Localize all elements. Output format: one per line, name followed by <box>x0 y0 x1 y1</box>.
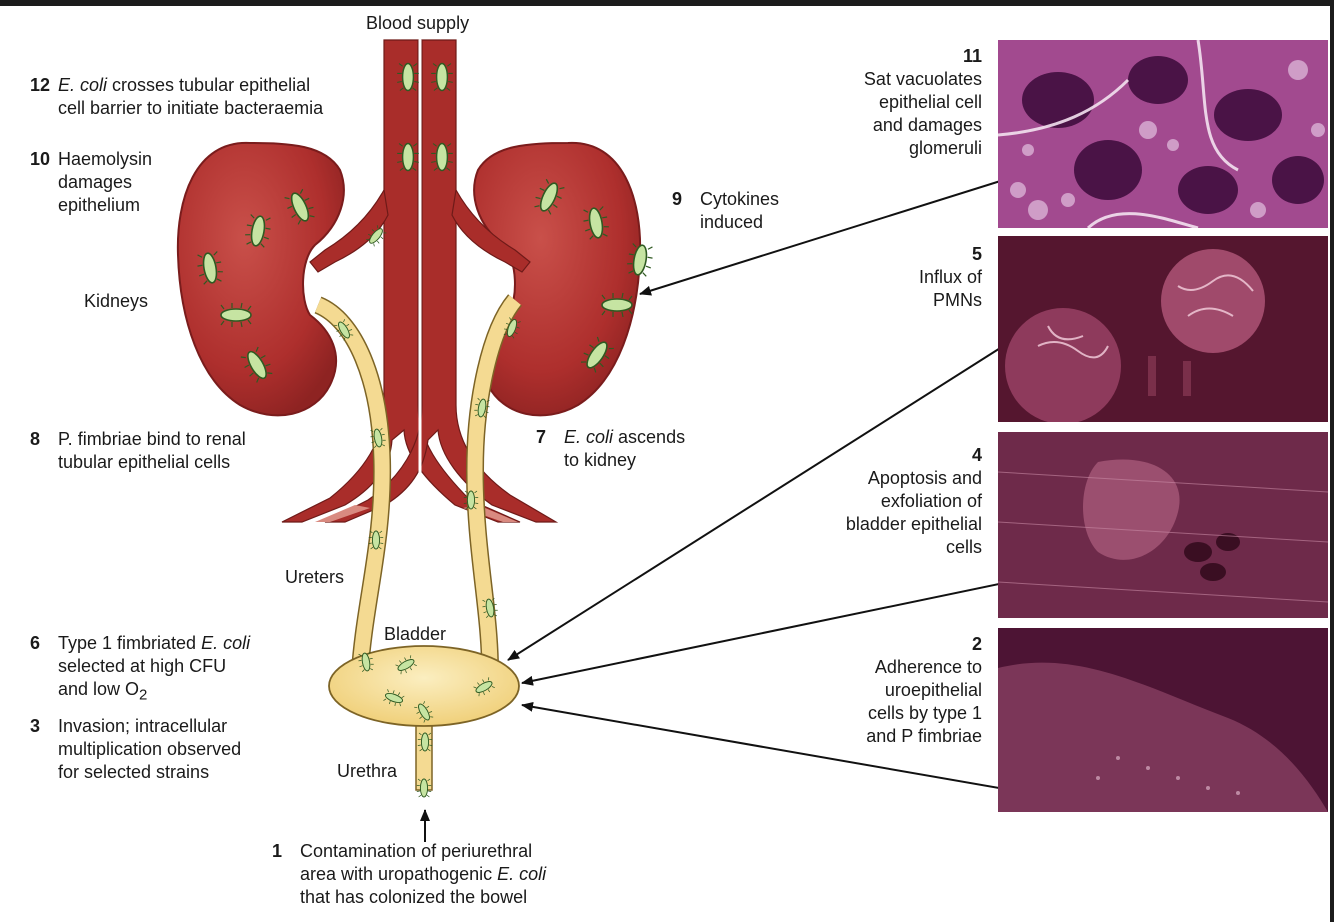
right-border <box>1330 0 1334 922</box>
step-text: cells by type 1 <box>867 703 982 723</box>
kidneys-label: Kidneys <box>84 291 149 311</box>
step-number: 9 <box>672 189 683 209</box>
step-text: area with uropathogenic <box>300 864 498 884</box>
step-text: exfoliation of <box>880 491 982 511</box>
bladder-label: Bladder <box>384 624 447 644</box>
step-text: multiplication observed <box>58 739 242 759</box>
step-text: selected at high CFU <box>58 656 227 676</box>
step-number: 4 <box>971 445 982 465</box>
blood-supply-label: Blood supply <box>366 13 470 33</box>
step-2: 2 Adherence to uroepithelial cells by type… <box>866 633 982 748</box>
step-11: 11 Sat vacuolates epithelial cell and dama… <box>864 45 982 160</box>
step-text: Sat vacuolates <box>863 69 982 89</box>
step-text: Invasion; intracellular <box>58 716 228 736</box>
step-number: 3 <box>30 716 41 736</box>
step-text: cells <box>945 537 982 557</box>
micrograph-adherence <box>998 628 1328 812</box>
step-number: 10 <box>30 149 51 169</box>
step-text-em: E. coli <box>564 427 614 447</box>
step-4: 4 Apoptosis and exfoliation of bladder epi… <box>846 444 982 559</box>
step-text: P. fimbriae bind to renal <box>58 429 246 449</box>
step-text: Cytokines <box>700 189 780 209</box>
step-number: 7 <box>536 427 547 447</box>
step-text: damages <box>58 172 133 192</box>
right-kidney <box>473 141 642 417</box>
step-text: uroepithelial <box>884 680 982 700</box>
step-text: Type 1 fimbriated <box>58 633 202 653</box>
step-number: 1 <box>272 841 283 861</box>
step-text-em: E. coli <box>201 633 251 653</box>
micrograph-glomeruli <box>998 40 1328 228</box>
step-text: ascends <box>613 427 686 447</box>
step-text: Haemolysin <box>58 149 153 169</box>
step-text: PMNs <box>933 290 982 310</box>
step-text: Apoptosis and <box>867 468 982 488</box>
step-text: and damages <box>872 115 982 135</box>
urethra-label: Urethra <box>337 761 398 781</box>
step-text: Adherence to <box>874 657 982 677</box>
step-text: epithelium <box>58 195 141 215</box>
step-text: that has colonized the bowel <box>300 887 528 907</box>
top-border <box>0 0 1334 6</box>
step-text-em: E. coli <box>497 864 547 884</box>
micrograph-pmn-influx <box>998 236 1328 422</box>
step-text: glomeruli <box>908 138 982 158</box>
ureters-label: Ureters <box>285 567 345 587</box>
step-text: induced <box>700 212 764 232</box>
step-number: 11 <box>962 46 982 66</box>
step-text: Influx of <box>918 267 982 287</box>
step-number: 5 <box>971 244 982 264</box>
step-text: crosses tubular epithelial <box>107 75 311 95</box>
step-number: 12 <box>30 75 51 95</box>
step-text: to kidney <box>564 450 637 470</box>
micrograph-bladder-exfoliation <box>998 432 1328 618</box>
step-5: 5 Influx of PMNs <box>919 243 982 312</box>
step-text: tubular epithelial cells <box>58 452 231 472</box>
step-number: 2 <box>971 634 982 654</box>
step-number: 6 <box>30 633 41 653</box>
step-text: bladder epithelial <box>845 514 982 534</box>
step-text: for selected strains <box>58 762 210 782</box>
step-text: cell barrier to initiate bacteraemia <box>58 98 324 118</box>
step-text: Contamination of periurethral <box>300 841 533 861</box>
subscript: 2 <box>139 686 148 704</box>
step-text: epithelial cell <box>878 92 982 112</box>
arrows <box>420 177 1029 842</box>
step-text: and low O <box>58 679 140 699</box>
bladder-shape <box>328 645 520 727</box>
step-number: 8 <box>30 429 41 449</box>
step-text-em: E. coli <box>58 75 108 95</box>
step-text: and P fimbriae <box>866 726 982 746</box>
